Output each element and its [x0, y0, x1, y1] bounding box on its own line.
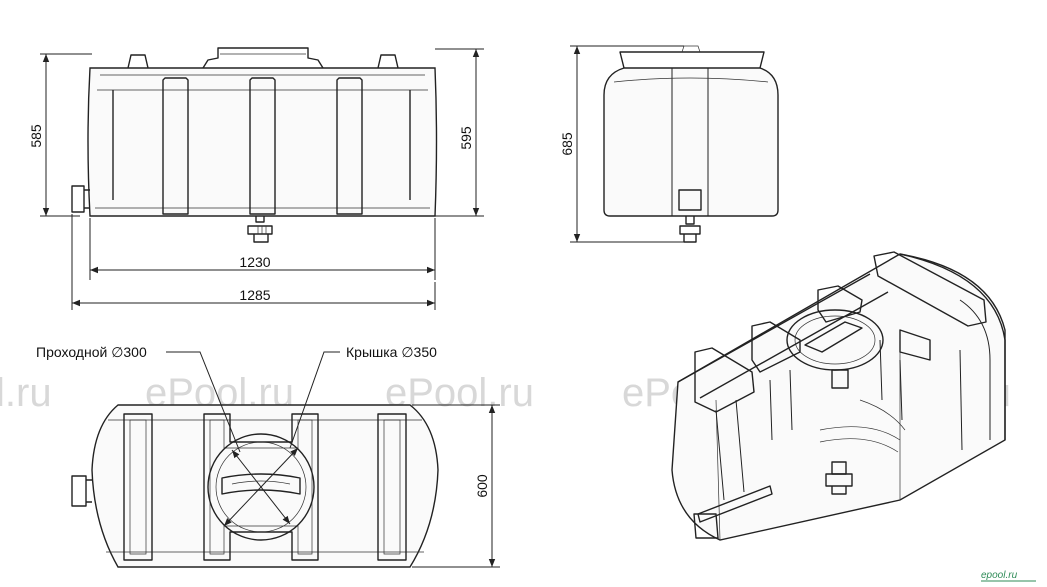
dim-front-width-total: 1285 — [239, 287, 270, 303]
side-view: 685 — [559, 45, 779, 243]
brand-text: epool.ru — [981, 570, 1018, 581]
callout-lid: Крышка ∅350 — [346, 344, 437, 360]
dim-front-height-right: 595 — [458, 126, 474, 150]
callout-manhole: Проходной ∅300 — [36, 344, 147, 360]
dim-front-height-left: 585 — [28, 124, 44, 148]
top-view: Проходной ∅300 Крышка ∅350 600 — [36, 344, 500, 568]
isometric-view — [671, 251, 1006, 541]
brand-logo: epool.ru — [981, 570, 1036, 582]
dim-side-height: 685 — [559, 132, 575, 156]
front-view: 585 595 1230 1285 — [28, 47, 484, 310]
drain-valve-icon — [247, 216, 273, 243]
side-drain-valve-icon — [679, 216, 701, 243]
iso-drain-valve-icon — [825, 461, 853, 495]
watermark-left-fragment: l.ru — [0, 371, 52, 415]
dim-front-width-inner: 1230 — [239, 254, 270, 270]
dim-top-width: 600 — [474, 474, 490, 498]
